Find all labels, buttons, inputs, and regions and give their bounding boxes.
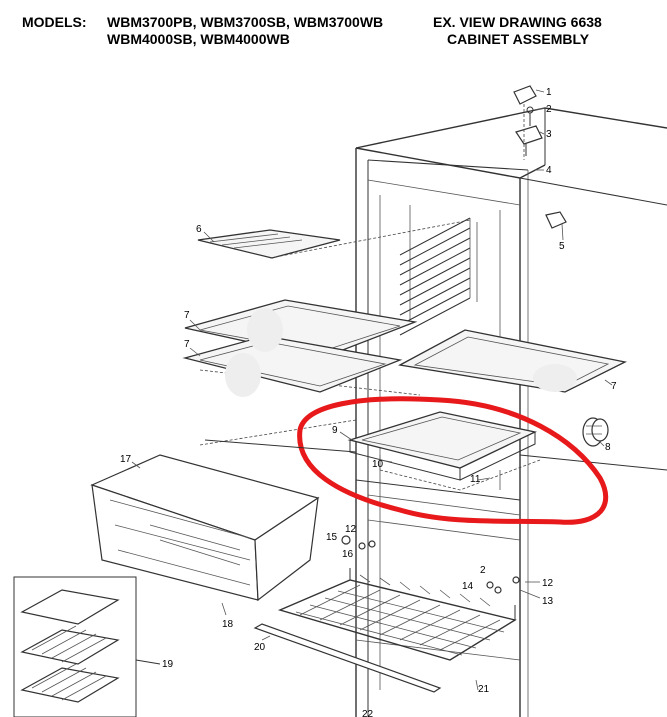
callout-7-right: 7 <box>611 381 617 392</box>
callout-19: 19 <box>162 659 174 670</box>
label-blot-3 <box>533 364 577 392</box>
small-shelf <box>197 229 341 259</box>
callout-7-upper: 7 <box>184 310 190 321</box>
leader-lines <box>131 89 613 691</box>
glass-shelf-lower <box>182 335 403 393</box>
shelf-rib-slots <box>399 217 478 336</box>
callout-9: 9 <box>332 425 338 436</box>
drawing-subtitle: CABINET ASSEMBLY <box>447 31 590 47</box>
callout-17: 17 <box>120 454 132 465</box>
callout-labels: 1 2 3 4 5 6 7 7 7 8 9 10 11 12 12 13 14 … <box>120 87 617 717</box>
callout-4: 4 <box>546 165 552 176</box>
models-line-2: WBM4000SB, WBM4000WB <box>107 31 290 47</box>
callout-20: 20 <box>254 642 266 653</box>
callout-6: 6 <box>196 224 202 235</box>
models-line-1: WBM3700PB, WBM3700SB, WBM3700WB <box>107 14 384 30</box>
callout-14: 14 <box>462 581 474 592</box>
callout-2-lower: 2 <box>480 565 486 576</box>
label-blot-2 <box>225 353 261 397</box>
callout-22: 22 <box>362 709 374 717</box>
callout-21: 21 <box>478 684 490 695</box>
callout-16: 16 <box>342 549 354 560</box>
label-blot-1 <box>247 308 283 352</box>
callout-10: 10 <box>372 459 384 470</box>
highlight-circle <box>297 396 609 525</box>
drawing-title: EX. VIEW DRAWING 6638 <box>433 14 602 30</box>
egg-tray-inset <box>13 576 161 717</box>
models-label: MODELS: <box>22 14 87 30</box>
callout-11: 11 <box>470 474 481 485</box>
callout-12-right: 12 <box>542 578 554 589</box>
callout-2: 2 <box>546 104 552 115</box>
wire-shelf-trim <box>253 623 442 693</box>
callout-8: 8 <box>605 442 611 453</box>
callout-18: 18 <box>222 619 234 630</box>
callout-12-left: 12 <box>345 524 357 535</box>
callout-7-lower: 7 <box>184 339 190 350</box>
top-hinge-assembly <box>513 85 543 160</box>
crisper-cover-frame <box>347 411 541 491</box>
callout-5: 5 <box>559 241 565 252</box>
wire-shelf <box>277 568 517 661</box>
callout-13: 13 <box>542 596 554 607</box>
callout-15: 15 <box>326 532 338 543</box>
crisper-drawer <box>90 439 357 602</box>
light-housing <box>582 417 609 447</box>
callout-3: 3 <box>546 129 552 140</box>
glass-shelf-right <box>398 329 627 393</box>
door-stop-bracket <box>545 211 567 229</box>
drawer-slide-brackets <box>341 535 520 594</box>
callout-1: 1 <box>546 87 552 98</box>
